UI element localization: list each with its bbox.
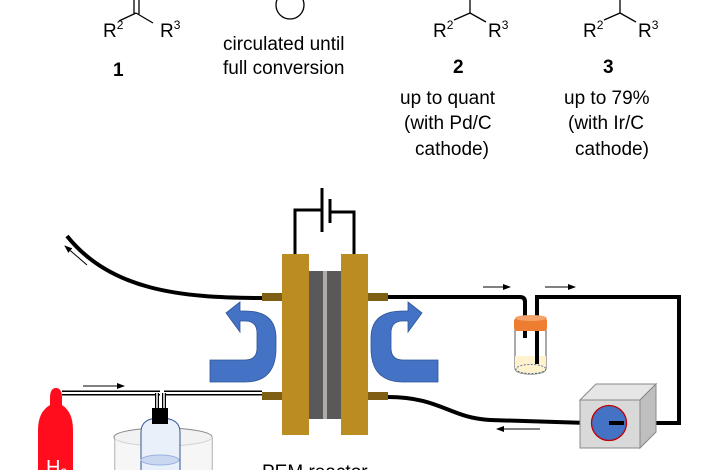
- vial-liquid-surface: [515, 364, 547, 374]
- compound-1-r2: R2: [103, 18, 124, 42]
- anode-circulation-arrow-icon: [209, 301, 277, 383]
- compound-3-r2: R2: [583, 18, 604, 42]
- flow-direction-arrow-outlet: [64, 245, 88, 266]
- compound-2-yield-line2: (with Pd/C: [404, 113, 492, 134]
- compound-1-structure: R2 R3 1: [103, 0, 181, 81]
- cathode-to-vial-tube: [388, 295, 527, 320]
- humidifier-bubbler: [113, 408, 213, 470]
- compound-1-label: 1: [113, 60, 124, 81]
- bond-right: [619, 12, 637, 23]
- bond-right: [469, 12, 487, 23]
- pump-to-cathode-tube: [387, 395, 589, 425]
- pump-icon: [578, 382, 658, 450]
- compound-2-label: 2: [453, 57, 464, 78]
- circulation-circle-icon: [275, 0, 305, 20]
- process-note-line1: circulated until: [223, 34, 344, 55]
- anode-fitting-bottom: [262, 392, 284, 400]
- compound-2-structure: R2 R3 2 up to quant (with Pd/C cathode): [400, 0, 509, 160]
- bond-right: [135, 12, 154, 24]
- wire-right: [330, 210, 356, 254]
- compound-2-yield-line3: cathode): [415, 139, 489, 160]
- vial-cap-top: [515, 315, 547, 321]
- cathode-fitting-bottom: [366, 392, 388, 400]
- bond-left: [603, 12, 621, 21]
- reservoir-vial: [514, 315, 547, 375]
- anode-fitting-top: [262, 293, 284, 301]
- compound-3-structure: R2 R3 3 up to 79% (with Ir/C cathode): [564, 0, 659, 160]
- bubbler-stopper: [152, 408, 168, 424]
- vial-cap: [514, 318, 547, 331]
- membrane: [323, 271, 327, 419]
- outlet-tube-anode: [65, 234, 263, 300]
- cathode-plate: [341, 254, 368, 435]
- battery-icon: [293, 188, 356, 254]
- cylinder-label: H2: [46, 457, 67, 470]
- bond-left: [118, 12, 137, 22]
- cathode-fitting-top: [366, 293, 388, 301]
- compound-2-yield-line1: up to quant: [400, 88, 496, 109]
- compound-1-r3: R3: [160, 18, 181, 42]
- compound-2-r2: R2: [433, 18, 454, 42]
- cathode-circulation-arrow-icon: [370, 301, 439, 383]
- reactor-label: PEM reactor: [262, 462, 368, 470]
- compound-3-r3: R3: [638, 18, 659, 42]
- bond-left: [453, 12, 471, 21]
- pem-reactor: PEM reactor: [262, 254, 388, 470]
- h2-gas-cylinder: H2: [38, 388, 73, 470]
- cylinder-body: [38, 388, 73, 470]
- bubbler-liquid: [140, 454, 180, 466]
- compound-3-yield-line2: (with Ir/C: [568, 113, 644, 134]
- anode-plate: [282, 254, 309, 435]
- wire-left: [293, 208, 322, 254]
- compound-3-yield-line3: cathode): [575, 139, 649, 160]
- vial-to-pump-tube: [535, 295, 681, 425]
- compound-3-yield-line1: up to 79%: [564, 88, 650, 109]
- compound-2-r3: R3: [488, 18, 509, 42]
- compound-3-label: 3: [603, 57, 614, 78]
- process-note-line2: full conversion: [223, 58, 344, 79]
